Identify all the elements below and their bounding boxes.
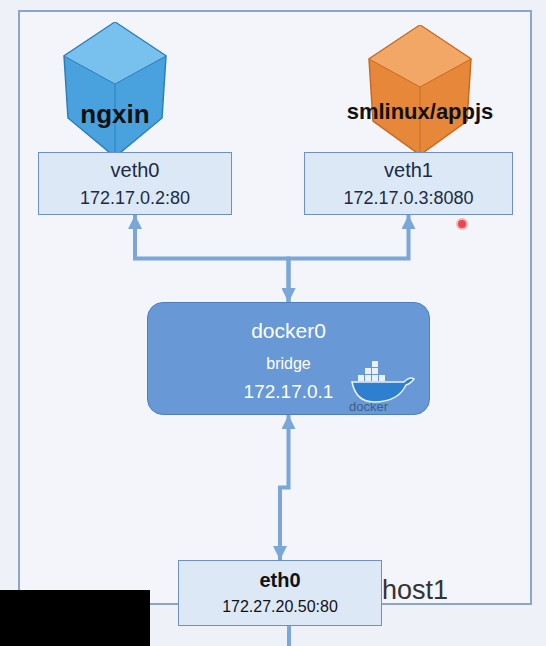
whale-body: [352, 378, 414, 402]
container-icon: smlinux/appjs: [325, 25, 515, 155]
node-title: veth0: [111, 159, 160, 182]
container-block: [372, 368, 378, 374]
node-text: 172.17.0.3:8080: [343, 188, 473, 209]
redaction-block: [0, 590, 150, 646]
container-block: [372, 361, 378, 367]
node-text: bridge: [148, 355, 429, 373]
host-interface: eth0 172.27.20.50:80: [178, 560, 382, 626]
icon-outline: [369, 25, 471, 155]
link-arrow: [289, 215, 409, 302]
veth-interface: veth1 172.17.0.3:8080: [304, 152, 513, 215]
icon-shape: [60, 22, 170, 157]
link-arrow: [135, 215, 289, 302]
container-icon: ngxin: [60, 22, 170, 157]
bridge-box: docker0bridge172.17.0.1docker: [147, 302, 430, 415]
node-title: ngxin: [60, 99, 170, 130]
node-title: host1: [382, 575, 448, 606]
node-text: 172.17.0.2:80: [80, 188, 190, 209]
icon-facet: [64, 22, 166, 84]
host-frame: ngxinsmlinux/appjsveth0172.17.0.2:80veth…: [18, 10, 532, 605]
node-title: eth0: [259, 569, 300, 592]
link-arrow: [280, 415, 289, 560]
node-title: docker0: [148, 319, 429, 343]
container-block: [365, 375, 371, 381]
container-block: [372, 375, 378, 381]
docker-whale-logo: [352, 361, 414, 402]
node-title: veth1: [384, 159, 433, 182]
node-text: docker: [349, 399, 388, 414]
node-text: 172.27.20.50:80: [222, 598, 338, 616]
icon-outline: [64, 22, 166, 157]
uplink-wire: [287, 626, 291, 646]
container-block: [365, 368, 371, 374]
cursor-dot: [457, 219, 467, 229]
container-block: [358, 375, 364, 381]
icon-facet: [369, 25, 471, 87]
node-title: smlinux/appjs: [325, 99, 515, 125]
container-block: [379, 375, 385, 381]
icon-shape: [325, 25, 515, 155]
veth-interface: veth0 172.17.0.2:80: [38, 152, 232, 215]
